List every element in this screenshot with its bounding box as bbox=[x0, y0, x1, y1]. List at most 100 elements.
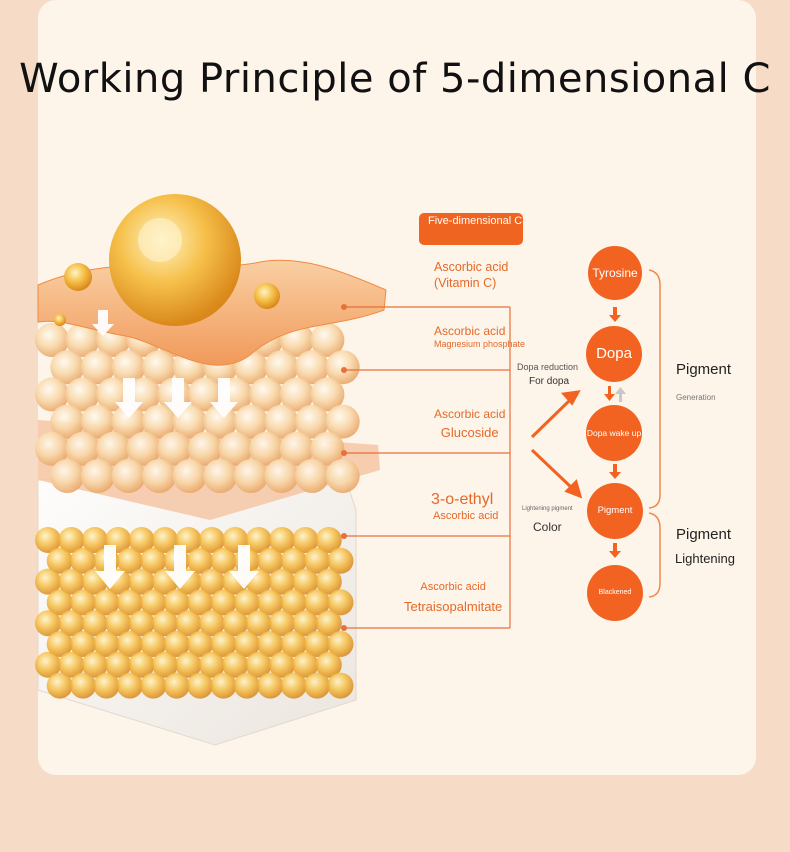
bubble bbox=[187, 547, 214, 574]
bubble bbox=[280, 672, 307, 699]
bubble bbox=[152, 610, 178, 637]
bubble bbox=[46, 631, 73, 657]
bubble bbox=[65, 431, 100, 466]
bubble bbox=[245, 651, 272, 678]
pathway-arrows bbox=[604, 307, 621, 558]
bubble bbox=[257, 589, 284, 616]
bubble bbox=[198, 527, 225, 553]
bubble bbox=[257, 547, 284, 574]
bubble bbox=[35, 431, 69, 466]
bubble bbox=[163, 589, 190, 616]
bubble bbox=[315, 610, 342, 637]
bubble bbox=[116, 589, 143, 616]
bubble bbox=[175, 651, 202, 678]
bubble bbox=[279, 431, 314, 466]
bubble bbox=[70, 589, 97, 616]
bubble bbox=[222, 651, 249, 678]
bubble bbox=[163, 672, 190, 699]
bubble bbox=[269, 651, 295, 678]
bubble bbox=[35, 527, 61, 553]
bubble bbox=[81, 610, 108, 637]
bubble bbox=[116, 547, 143, 574]
bubble bbox=[58, 610, 85, 637]
bubble bbox=[96, 431, 131, 466]
blackened-node: Blackened bbox=[587, 565, 643, 621]
bubble bbox=[249, 431, 284, 466]
bubble bbox=[264, 459, 299, 493]
bubble bbox=[304, 547, 331, 574]
bubble bbox=[295, 350, 330, 385]
bubble bbox=[187, 672, 214, 699]
bubble bbox=[50, 404, 85, 439]
bubble bbox=[280, 631, 307, 657]
bubble bbox=[327, 672, 354, 699]
bubble bbox=[188, 431, 222, 466]
peach-bubbles bbox=[35, 323, 360, 493]
bubble bbox=[203, 404, 238, 439]
bubble bbox=[210, 672, 237, 699]
pigment-lightening-sub: Lightening bbox=[675, 551, 735, 566]
bubble bbox=[140, 672, 167, 699]
bubble bbox=[292, 610, 319, 637]
bubble bbox=[70, 631, 97, 657]
bubble bbox=[142, 459, 177, 493]
bubble bbox=[128, 568, 155, 595]
bubble bbox=[264, 350, 299, 385]
bubble bbox=[105, 651, 132, 678]
bubble bbox=[93, 589, 120, 616]
bubble bbox=[198, 651, 225, 678]
bubble bbox=[46, 672, 73, 699]
color-label: Color bbox=[533, 520, 562, 534]
page-title: Working Principle of 5-dimensional C bbox=[19, 56, 771, 102]
bubble bbox=[35, 323, 69, 357]
bubble bbox=[210, 589, 237, 616]
bubble bbox=[325, 404, 360, 439]
bubble bbox=[128, 610, 155, 637]
bubble bbox=[304, 589, 331, 616]
bubble bbox=[93, 672, 120, 699]
bubble bbox=[245, 527, 272, 553]
bubble bbox=[315, 651, 342, 678]
bubble bbox=[126, 431, 161, 466]
bubble bbox=[142, 404, 177, 439]
bubble bbox=[46, 589, 73, 616]
bubble bbox=[269, 610, 295, 637]
tyrosine-node: Tyrosine bbox=[588, 246, 642, 300]
bubble bbox=[35, 377, 69, 412]
bubble bbox=[269, 527, 295, 553]
bubble bbox=[70, 547, 97, 574]
bubble bbox=[233, 589, 260, 616]
five-dimensional-c-badge: Five-dimensional C bbox=[419, 213, 523, 245]
bubble bbox=[203, 459, 238, 493]
bubble bbox=[128, 651, 155, 678]
bubble bbox=[50, 459, 85, 493]
bubble bbox=[292, 568, 319, 595]
bubble bbox=[233, 459, 268, 493]
bubble bbox=[315, 568, 342, 595]
bubble bbox=[310, 431, 345, 466]
bubble bbox=[233, 631, 260, 657]
bubble bbox=[327, 631, 354, 657]
bubble bbox=[292, 527, 319, 553]
bubble bbox=[35, 610, 61, 637]
bubble bbox=[257, 672, 284, 699]
bubble bbox=[81, 527, 108, 553]
bubble bbox=[111, 459, 146, 493]
bubble bbox=[264, 404, 299, 439]
dopa-node: Dopa bbox=[586, 326, 642, 382]
bubble bbox=[35, 568, 61, 595]
bubble bbox=[80, 404, 115, 439]
action-arrows bbox=[530, 390, 583, 499]
pigment-generation-sub: Generation bbox=[676, 393, 716, 402]
bubble bbox=[292, 651, 319, 678]
bubble bbox=[128, 527, 155, 553]
bubble bbox=[198, 568, 225, 595]
brackets bbox=[648, 269, 661, 598]
bubble bbox=[152, 651, 178, 678]
bubble bbox=[163, 631, 190, 657]
bubble bbox=[142, 350, 177, 385]
bubble bbox=[116, 672, 143, 699]
bubble bbox=[187, 631, 214, 657]
